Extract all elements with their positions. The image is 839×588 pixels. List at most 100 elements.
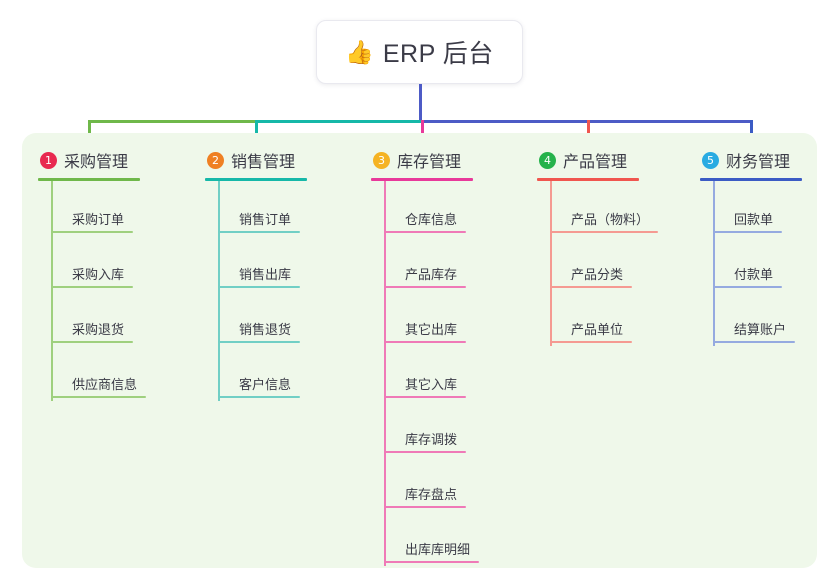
branch-header-3[interactable]: 3 库存管理 xyxy=(371,145,473,175)
branch-leaf-label: 采购订单 xyxy=(72,212,125,227)
branch-leaf[interactable]: 其它入库 xyxy=(384,346,473,401)
branch-leaf-label: 供应商信息 xyxy=(72,377,138,392)
branch-leaf-rule xyxy=(384,231,466,233)
branch-leaf-rule xyxy=(218,396,300,398)
branch-leaf[interactable]: 产品库存 xyxy=(384,236,473,291)
branch-leaf-rule xyxy=(384,561,479,563)
branch-header-rule xyxy=(38,178,140,181)
branch-header-2[interactable]: 2 销售管理 xyxy=(205,145,307,175)
branch-leaf[interactable]: 结算账户 xyxy=(713,291,802,346)
branch-body: 产品（物料） 产品分类产品单位 xyxy=(550,181,658,346)
branch-leaf-label: 其它入库 xyxy=(405,377,458,392)
branch-title: 财务管理 xyxy=(726,154,791,171)
segment-teal xyxy=(255,120,422,123)
branch-leaf-label: 付款单 xyxy=(734,267,774,282)
branch-header-4[interactable]: 4 产品管理 xyxy=(537,145,639,175)
branch-leaf-rule xyxy=(713,286,782,288)
root-node[interactable]: 👍 ERP 后台 xyxy=(316,20,523,84)
branch-leaf-rule xyxy=(384,506,466,508)
branch-leaf-rule xyxy=(51,286,133,288)
branch-leaf[interactable]: 客户信息 xyxy=(218,346,307,401)
root-drop-line xyxy=(419,84,422,123)
branch-title: 采购管理 xyxy=(64,154,129,171)
branch-number-badge: 5 xyxy=(702,151,719,169)
branch-title: 销售管理 xyxy=(231,154,296,171)
branch-leaf-label: 产品单位 xyxy=(571,322,624,337)
branch-leaf-label: 销售订单 xyxy=(239,212,292,227)
branch-trunk-line xyxy=(550,181,552,346)
branch-trunk-line xyxy=(713,181,715,346)
branch-leaf[interactable]: 出库库明细 xyxy=(384,511,479,566)
branch-leaf-label: 库存调拨 xyxy=(405,432,458,447)
branch-header-rule xyxy=(700,178,802,181)
branch-leaf[interactable]: 付款单 xyxy=(713,236,802,291)
branch-leaf-label: 销售退货 xyxy=(239,322,292,337)
branch-leaf-label: 结算账户 xyxy=(734,322,787,337)
branch-body: 仓库信息产品库存其它出库其它入库库存调拨库存盘点出库库明细 xyxy=(384,181,479,566)
branch-body: 销售订单销售出库销售退货客户信息 xyxy=(218,181,307,401)
branch-leaf[interactable]: 库存盘点 xyxy=(384,456,473,511)
segment-green xyxy=(88,120,256,123)
branch-leaf-rule xyxy=(550,341,632,343)
branch-leaf-rule xyxy=(550,286,632,288)
branch-body: 采购订单采购入库采购退货供应商信息 xyxy=(51,181,146,401)
branch-header-rule xyxy=(371,178,473,181)
branch-leaf[interactable]: 供应商信息 xyxy=(51,346,146,401)
branch-header-5[interactable]: 5 财务管理 xyxy=(700,145,802,175)
branch-title: 库存管理 xyxy=(397,154,462,171)
branch-leaf[interactable]: 仓库信息 xyxy=(384,181,473,236)
branch-leaf-rule xyxy=(51,396,146,398)
branch-number-badge: 1 xyxy=(40,151,57,169)
branch-leaf-label: 产品分类 xyxy=(571,267,624,282)
branch-leaf-label: 其它出库 xyxy=(405,322,458,337)
branch-leaf-label: 出库库明细 xyxy=(405,542,471,557)
branch-number-badge: 2 xyxy=(207,151,224,169)
branch-leaf[interactable]: 采购入库 xyxy=(51,236,140,291)
segment-blue xyxy=(421,120,752,123)
branch-column-2: 2 销售管理销售订单销售出库销售退货客户信息 xyxy=(205,145,307,401)
branch-leaf[interactable]: 其它出库 xyxy=(384,291,473,346)
branch-leaf[interactable]: 回款单 xyxy=(713,181,802,236)
branch-body: 回款单付款单结算账户 xyxy=(713,181,802,346)
branch-leaf[interactable]: 产品（物料） xyxy=(550,181,658,236)
branch-leaf-rule xyxy=(218,341,300,343)
branch-trunk-line xyxy=(218,181,220,401)
branch-number-badge: 3 xyxy=(373,151,390,169)
branch-trunk-line xyxy=(384,181,386,566)
branch-header-1[interactable]: 1 采购管理 xyxy=(38,145,140,175)
branch-number-badge: 4 xyxy=(539,151,556,169)
branch-leaf[interactable]: 采购订单 xyxy=(51,181,140,236)
branch-leaf-rule xyxy=(384,341,466,343)
branch-column-3: 3 库存管理仓库信息产品库存其它出库其它入库库存调拨库存盘点出库库明细 xyxy=(371,145,479,566)
branch-leaf[interactable]: 采购退货 xyxy=(51,291,140,346)
branches-panel: 1 采购管理采购订单采购入库采购退货供应商信息 2 销售管理销售订单销售出库销售退货客… xyxy=(22,133,817,568)
branch-column-5: 5 财务管理回款单付款单结算账户 xyxy=(700,145,802,346)
branch-leaf-rule xyxy=(713,231,782,233)
branch-leaf-rule xyxy=(384,451,466,453)
branch-leaf[interactable]: 产品分类 xyxy=(550,236,639,291)
branch-leaf-rule xyxy=(218,286,300,288)
branch-header-rule xyxy=(537,178,639,181)
branch-leaf-label: 回款单 xyxy=(734,212,774,227)
branch-column-4: 4 产品管理产品（物料） 产品分类产品单位 xyxy=(537,145,658,346)
root-node-content: 👍 ERP 后台 xyxy=(345,34,494,70)
branch-leaf[interactable]: 销售订单 xyxy=(218,181,307,236)
branch-leaf-rule xyxy=(550,231,658,233)
branch-leaf[interactable]: 销售退货 xyxy=(218,291,307,346)
branch-header-rule xyxy=(205,178,307,181)
branch-title: 产品管理 xyxy=(563,154,628,171)
branch-leaf-label: 采购退货 xyxy=(72,322,125,337)
branch-leaf-label: 采购入库 xyxy=(72,267,125,282)
branch-leaf-label: 产品库存 xyxy=(405,267,458,282)
branch-leaf[interactable]: 销售出库 xyxy=(218,236,307,291)
root-title: ERP 后台 xyxy=(382,40,494,68)
branch-leaf-label: 产品（物料） xyxy=(571,212,650,227)
branch-leaf-rule xyxy=(384,396,466,398)
branch-leaf[interactable]: 产品单位 xyxy=(550,291,639,346)
branch-leaf[interactable]: 库存调拨 xyxy=(384,401,473,456)
branch-trunk-line xyxy=(51,181,53,401)
branch-leaf-rule xyxy=(218,231,300,233)
branch-leaf-label: 销售出库 xyxy=(239,267,292,282)
branch-leaf-label: 库存盘点 xyxy=(405,487,458,502)
